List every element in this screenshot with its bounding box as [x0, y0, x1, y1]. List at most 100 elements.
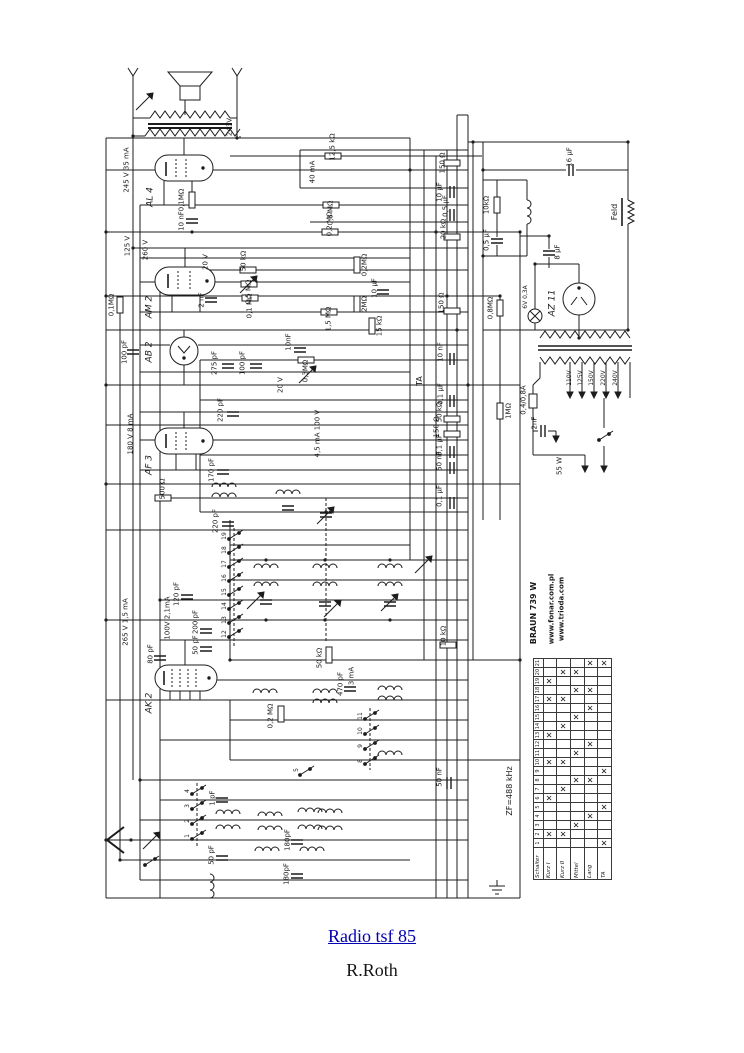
- junction-dot: [118, 858, 122, 862]
- junction-dot: [408, 168, 412, 172]
- capacitor-symbol: [205, 297, 217, 303]
- switch-contact-cell: [584, 757, 598, 767]
- resistor-symbol: [277, 705, 285, 723]
- switch-contact-cell: [584, 820, 598, 830]
- switch-mark: ✕: [570, 667, 585, 677]
- tube-al4: [154, 154, 214, 182]
- junction-dot: [533, 262, 537, 266]
- switch-contact-cell: [556, 730, 571, 740]
- switch-contact-number: 10: [533, 757, 544, 767]
- coil-symbol: [377, 563, 403, 569]
- junction-dot: [471, 140, 475, 144]
- switch-contact-cell: [543, 748, 557, 758]
- switch-mark: ✕: [570, 748, 585, 758]
- coil-symbol: [317, 825, 343, 831]
- resistor-symbol: [154, 494, 172, 502]
- capacitor-symbol: [449, 353, 455, 365]
- capacitor-symbol: [282, 505, 294, 511]
- switch-contact-number: 17: [533, 694, 544, 704]
- resistor-symbol: [321, 228, 339, 236]
- junction-dot: [324, 510, 328, 514]
- switch-contact-cell: [543, 838, 557, 848]
- output-transformer: [133, 110, 241, 138]
- switch-contact-cell: [556, 820, 571, 830]
- coil-symbol: [211, 482, 237, 488]
- switch-contact-number: 6: [533, 793, 544, 803]
- switch-contact-cell: [543, 802, 557, 812]
- capacitor-symbol: [377, 289, 389, 295]
- switch-band-label: Kurz I: [543, 847, 557, 880]
- switch-lever-symbol: [144, 855, 160, 866]
- switch-table-row: Lang✕✕✕✕✕✕: [584, 658, 598, 880]
- switch-mark: ✕: [584, 658, 598, 668]
- horizontal-wires: [106, 114, 628, 899]
- capacitor-symbol: [216, 797, 228, 803]
- switch-contact-cell: [597, 667, 612, 677]
- capacitor-symbol: [200, 628, 212, 634]
- switch-contact-cell: [597, 712, 612, 722]
- switch-contact-cell: [584, 721, 598, 731]
- switch-contact-cell: [543, 658, 557, 668]
- resistor-symbol: [322, 201, 340, 209]
- capacitor-symbol: [344, 686, 356, 692]
- field-coil: [621, 198, 636, 226]
- switch-mark: ✕: [584, 775, 598, 785]
- switch-mark: ✕: [543, 793, 557, 803]
- schematic-title-link[interactable]: Radio tsf 85: [328, 926, 416, 946]
- resistor-symbol: [320, 308, 338, 316]
- capacitor-symbol: [222, 521, 234, 527]
- capacitor-symbol: [540, 425, 546, 437]
- resistor-symbol: [443, 415, 461, 423]
- tube-ab2: [169, 336, 199, 366]
- junction-dot: [388, 618, 392, 622]
- switch-contact-cell: [597, 721, 612, 731]
- switch-contact-number: 2: [533, 829, 544, 839]
- switch-band-label: Kurz II: [556, 847, 571, 880]
- switch-contact-cell: [584, 838, 598, 848]
- switch-contact-cell: [597, 811, 612, 821]
- switch-contact-cell: [597, 676, 612, 686]
- coil-symbol: [257, 825, 283, 831]
- switch-contact-cell: [584, 829, 598, 839]
- coil-symbol: [253, 581, 279, 587]
- switch-contact-cell: [570, 757, 585, 767]
- coil-symbol: [377, 750, 403, 756]
- switch-contact-cell: [570, 730, 585, 740]
- switch-contact-cell: [543, 712, 557, 722]
- switch-contact-number: 5: [533, 802, 544, 812]
- capacitor-symbol: [154, 655, 166, 661]
- switch-contact-cell: [597, 820, 612, 830]
- switch-contact-number: 9: [533, 766, 544, 776]
- switch-contact-cell: [556, 712, 571, 722]
- switch-contact-number: 1: [533, 838, 544, 848]
- switch-mark: ✕: [556, 757, 571, 767]
- switch-contact-cell: [570, 802, 585, 812]
- coil-symbol: [211, 492, 237, 498]
- switch-mark: ✕: [556, 667, 571, 677]
- switch-lever-symbol: [228, 529, 244, 540]
- switch-lever-symbol: [191, 814, 207, 825]
- switch-contact-number: 14: [533, 721, 544, 731]
- switch-contact-cell: [543, 766, 557, 776]
- coil-symbol: [312, 563, 338, 569]
- trimmer-arrow-head: [424, 555, 433, 564]
- tube-ak2: [154, 664, 218, 692]
- junction-dot: [323, 558, 327, 562]
- switch-contact-cell: [570, 793, 585, 803]
- switch-contact-number: 19: [533, 676, 544, 686]
- coil-symbol: [299, 846, 325, 852]
- switch-mark: ✕: [570, 685, 585, 695]
- switch-contact-cell: [570, 811, 585, 821]
- resistor-symbol: [188, 191, 196, 209]
- switch-contact-cell: [597, 694, 612, 704]
- switch-mark: ✕: [584, 685, 598, 695]
- components-layer: [104, 92, 630, 899]
- trimmer-arrow-head: [333, 599, 342, 608]
- switch-contact-cell: [556, 739, 571, 749]
- switch-contact-cell: [570, 784, 585, 794]
- switch-mark: ✕: [543, 757, 557, 767]
- caption-author-row: R.Roth: [0, 960, 744, 981]
- switch-lever-symbol: [364, 724, 380, 735]
- switch-contact-cell: [556, 838, 571, 848]
